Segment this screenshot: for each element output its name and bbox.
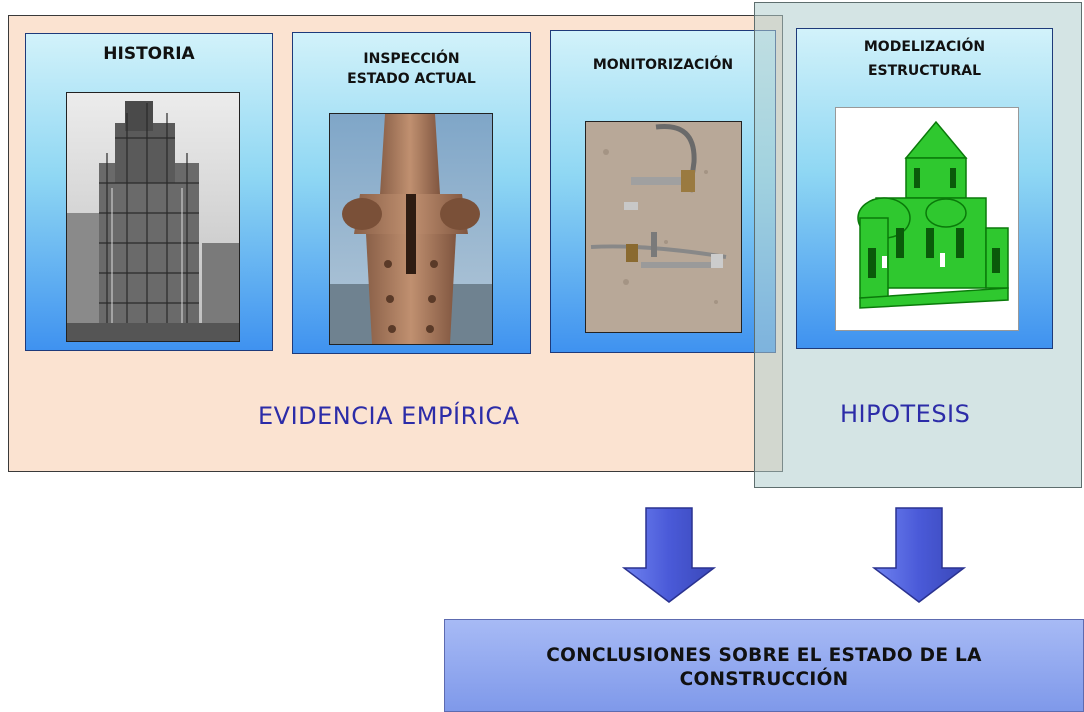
panel-monitorizacion: MONITORIZACIÓN (550, 30, 776, 353)
conclusion-line2: CONSTRUCCIÓN (679, 669, 849, 690)
modelizacion-photo (835, 107, 1019, 331)
panel-modelizacion-title-line2: ESTRUCTURAL (867, 63, 982, 79)
conclusion-box: CONCLUSIONES SOBRE EL ESTADO DE LA CONST… (444, 619, 1084, 712)
sensor-device-image (586, 122, 741, 332)
empirical-evidence-label: EVIDENCIA EMPÍRICA (258, 402, 520, 430)
panel-modelizacion-title-line1: MODELIZACIÓN (863, 39, 986, 55)
inspeccion-photo (329, 113, 493, 345)
down-arrow-left-icon (622, 507, 716, 603)
panel-monitorizacion-title: MONITORIZACIÓN (592, 57, 734, 73)
historia-photo (66, 92, 240, 342)
pinnacle-stone-image (330, 114, 492, 344)
down-arrow-right-icon (872, 507, 966, 603)
panel-modelizacion: MODELIZACIÓN ESTRUCTURAL (796, 28, 1053, 349)
conclusion-line1: CONCLUSIONES SOBRE EL ESTADO DE LA (546, 645, 982, 666)
panel-historia-title: HISTORIA (103, 44, 195, 64)
monitorizacion-photo (585, 121, 742, 333)
scaffolded-tower-image (67, 93, 239, 341)
hypothesis-label: HIPOTESIS (840, 400, 971, 428)
panel-inspeccion: INSPECCIÓN ESTADO ACTUAL (292, 32, 531, 354)
panel-inspeccion-title-line1: INSPECCIÓN (363, 51, 460, 67)
conclusion-text: CONCLUSIONES SOBRE EL ESTADO DE LA CONST… (445, 644, 1083, 692)
panel-inspeccion-title-line2: ESTADO ACTUAL (347, 71, 476, 87)
panel-historia: HISTORIA (25, 33, 273, 351)
structural-model-image (836, 108, 1018, 330)
